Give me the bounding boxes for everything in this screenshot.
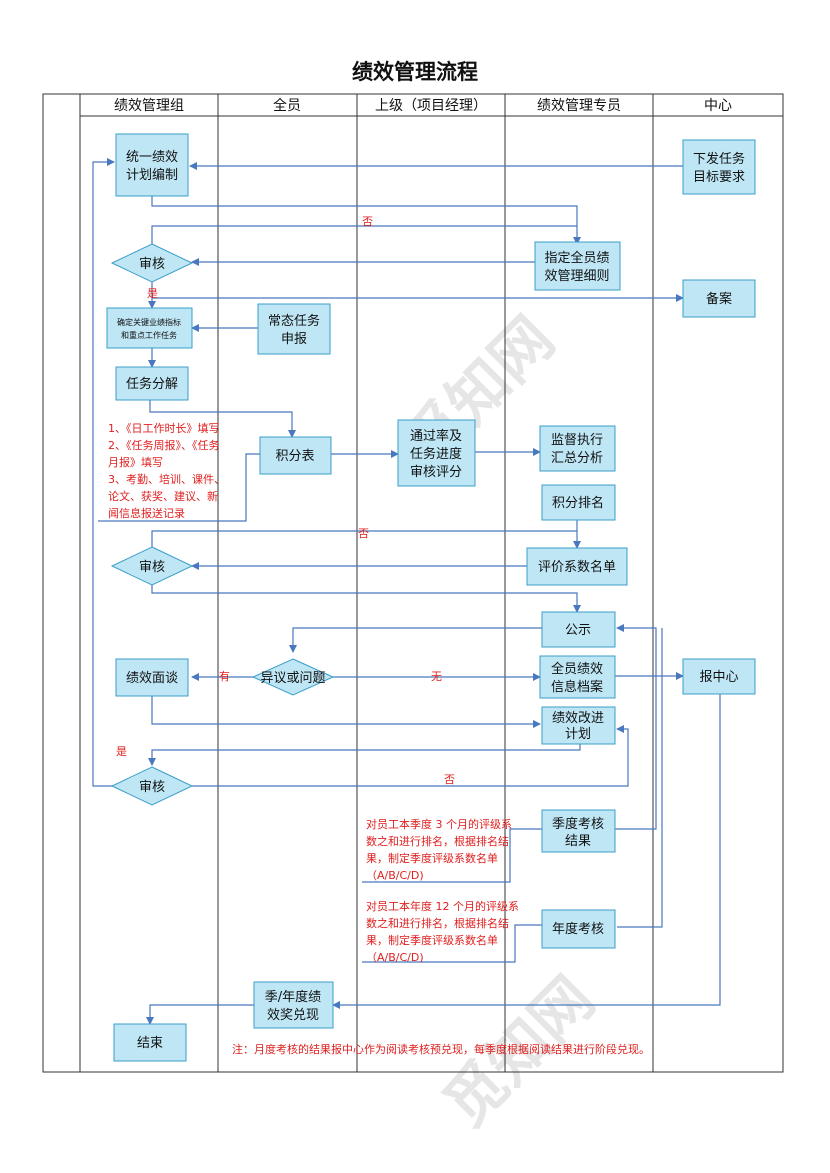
svg-text:数之和进行排名，根据排名结: 数之和进行排名，根据排名结 — [366, 834, 509, 848]
svg-text:年度考核: 年度考核 — [552, 921, 604, 937]
note-quarter: 对员工本季度 3 个月的评级系 数之和进行排名，根据排名结 果，制定季度评级系数… — [366, 817, 512, 882]
node-report: 报中心 — [682, 658, 756, 695]
svg-text:备案: 备案 — [706, 291, 732, 307]
svg-text:数之和进行排名，根据排名结: 数之和进行排名，根据排名结 — [366, 916, 509, 930]
svg-text:异议或问题: 异议或问题 — [260, 671, 325, 686]
node-end: 结束 — [113, 1023, 187, 1062]
svg-text:果，制定季度评级系数名单: 果，制定季度评级系数名单 — [366, 933, 498, 947]
svg-text:计划编制: 计划编制 — [126, 168, 178, 183]
label-no: 否 — [362, 215, 373, 228]
svg-text:季/年度绩: 季/年度绩 — [265, 989, 321, 1005]
lane-grid — [42, 93, 784, 1073]
lane-header: 上级（项目经理） — [375, 98, 487, 114]
lane-header: 中心 — [704, 98, 732, 114]
svg-text:目标要求: 目标要求 — [693, 170, 745, 185]
node-fileall: 全员绩效 信息档案 — [539, 655, 616, 699]
svg-text:果，制定季度评级系数名单: 果，制定季度评级系数名单 — [366, 851, 498, 865]
lane-headers: 绩效管理组 全员 上级（项目经理） 绩效管理专员 中心 — [114, 97, 732, 114]
svg-text:申报: 申报 — [281, 332, 307, 347]
node-objection: 异议或问题 — [251, 658, 335, 696]
svg-text:月报》填写: 月报》填写 — [108, 455, 163, 469]
svg-text:信息档案: 信息档案 — [551, 679, 603, 695]
node-improve: 绩效改进 计划 — [541, 706, 616, 745]
connectors — [92, 158, 721, 1025]
lane-header: 绩效管理组 — [114, 98, 184, 114]
svg-text:绩效面谈: 绩效面谈 — [126, 671, 178, 686]
node-review1: 审核 — [110, 243, 194, 283]
svg-text:公示: 公示 — [565, 623, 591, 638]
node-reward: 季/年度绩 效奖兑现 — [253, 981, 334, 1029]
svg-text:（A/B/C/D): （A/B/C/D) — [366, 869, 424, 882]
node-archive: 备案 — [682, 279, 756, 318]
node-dispatch: 下发任务 目标要求 — [682, 139, 756, 195]
svg-text:2、《任务周报》、《任务: 2、《任务周报》、《任务 — [108, 438, 220, 452]
node-specify: 指定全员绩 效管理细则 — [534, 241, 621, 291]
svg-text:季度考核: 季度考核 — [552, 816, 604, 832]
svg-text:结果: 结果 — [565, 834, 591, 849]
svg-text:积分排名: 积分排名 — [552, 495, 604, 511]
page-title: 绩效管理流程 — [352, 60, 478, 84]
svg-text:监督执行: 监督执行 — [551, 433, 603, 448]
lane-header: 绩效管理专员 — [537, 98, 621, 114]
label-no: 否 — [444, 773, 455, 786]
node-quarter: 季度考核 结果 — [541, 809, 616, 853]
svg-text:论文、获奖、建议、新: 论文、获奖、建议、新 — [108, 489, 218, 503]
node-publicize: 公示 — [541, 611, 616, 648]
node-interview: 绩效面谈 — [115, 658, 189, 697]
svg-text:绩效改进: 绩效改进 — [552, 711, 604, 726]
svg-text:报中心: 报中心 — [699, 670, 738, 685]
svg-text:通过率及: 通过率及 — [410, 428, 462, 444]
node-rank: 积分排名 — [541, 484, 616, 521]
label-no: 否 — [358, 527, 369, 540]
svg-text:对员工本年度 12 个月的评级系: 对员工本年度 12 个月的评级系 — [366, 899, 519, 913]
svg-text:对员工本季度 3 个月的评级系: 对员工本季度 3 个月的评级系 — [366, 817, 512, 831]
svg-text:3、考勤、培训、课件、: 3、考勤、培训、课件、 — [108, 472, 225, 486]
node-kpi: 确定关键业绩指标 和重点工作任务 — [106, 307, 193, 349]
nodes: 统一绩效 计划编制 下发任务 目标要求 审核 指定全员绩 效管理细则 备案 确定… — [106, 133, 756, 1062]
note-fill: 1、《日工作时长》填写 2、《任务周报》、《任务 月报》填写 3、考勤、培训、课… — [108, 421, 225, 520]
svg-text:审核评分: 审核评分 — [410, 465, 462, 480]
node-review3: 审核 — [110, 766, 194, 806]
node-routine: 常态任务 申报 — [257, 303, 331, 355]
svg-text:计划: 计划 — [565, 727, 591, 742]
node-score: 积分表 — [259, 436, 332, 475]
node-decompose: 任务分解 — [115, 366, 189, 401]
svg-text:积分表: 积分表 — [275, 449, 314, 464]
svg-text:闻信息报送记录: 闻信息报送记录 — [108, 506, 185, 520]
note-footer: 注：月度考核的结果报中心作为阅读考核预兑现，每季度根据阅读结果进行阶段兑现。 — [232, 1042, 650, 1056]
svg-text:效管理细则: 效管理细则 — [544, 269, 609, 284]
svg-text:结束: 结束 — [137, 1036, 163, 1051]
svg-text:审核: 审核 — [139, 560, 165, 575]
note-year: 对员工本年度 12 个月的评级系 数之和进行排名，根据排名结 果，制定季度评级系… — [366, 899, 519, 964]
lane-header: 全员 — [273, 97, 301, 114]
node-coef: 评价系数名单 — [526, 547, 628, 586]
svg-text:审核: 审核 — [139, 780, 165, 795]
label-have: 有 — [219, 669, 230, 683]
svg-text:效奖兑现: 效奖兑现 — [267, 1008, 319, 1023]
node-review2: 审核 — [110, 546, 194, 586]
svg-text:常态任务: 常态任务 — [268, 313, 320, 329]
svg-text:下发任务: 下发任务 — [693, 151, 745, 167]
svg-text:汇总分析: 汇总分析 — [551, 451, 603, 466]
svg-text:全员绩效: 全员绩效 — [551, 661, 603, 677]
branch-labels: 否 是 否 有 无 是 否 — [116, 215, 455, 786]
svg-text:确定关键业绩指标: 确定关键业绩指标 — [117, 317, 181, 327]
svg-text:任务分解: 任务分解 — [126, 376, 178, 392]
svg-text:1、《日工作时长》填写: 1、《日工作时长》填写 — [108, 421, 220, 435]
node-year: 年度考核 — [541, 909, 616, 949]
label-yes: 是 — [116, 745, 127, 758]
svg-text:和重点工作任务: 和重点工作任务 — [121, 330, 177, 340]
svg-text:任务进度: 任务进度 — [410, 446, 462, 462]
node-supervise: 监督执行 汇总分析 — [539, 425, 616, 472]
node-plan: 统一绩效 计划编制 — [115, 133, 189, 197]
label-yes: 是 — [147, 287, 158, 300]
svg-text:指定全员绩: 指定全员绩 — [544, 250, 609, 266]
svg-text:评价系数名单: 评价系数名单 — [538, 559, 616, 575]
svg-text:（A/B/C/D): （A/B/C/D) — [366, 951, 424, 964]
svg-text:统一绩效: 统一绩效 — [126, 150, 178, 165]
node-pass: 通过率及 任务进度 审核评分 — [397, 419, 476, 487]
label-none: 无 — [431, 670, 442, 683]
svg-text:审核: 审核 — [139, 257, 165, 272]
